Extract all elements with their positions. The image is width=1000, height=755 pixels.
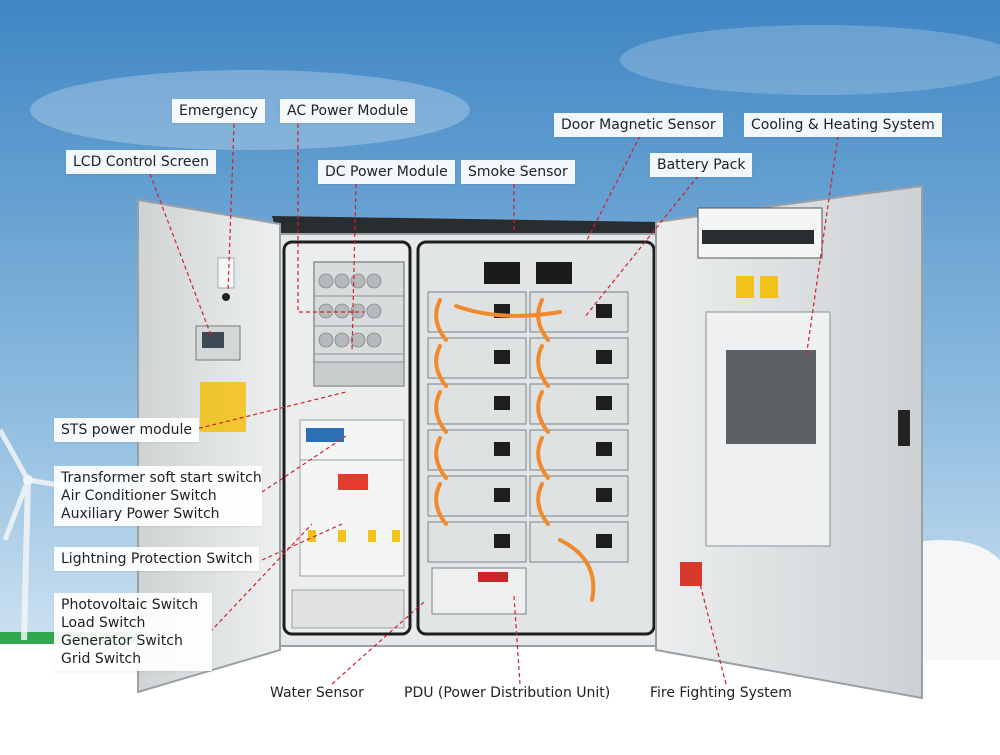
- label-photovoltaic-switch: Photovoltaic Switch: [61, 597, 199, 613]
- warning-label: [200, 382, 246, 432]
- label-water-sensor: Water Sensor: [270, 685, 364, 701]
- fire-extinguisher: [680, 562, 702, 586]
- label-transformer-soft-start-switch: Transformer soft start switch: [61, 470, 262, 486]
- label-cooling-heating-system: Cooling & Heating System: [744, 113, 942, 137]
- label-switch-group-2: Photovoltaic Switch Load Switch Generato…: [54, 593, 212, 671]
- label-pdu: PDU (Power Distribution Unit): [404, 685, 611, 701]
- label-sts-power-module: STS power module: [54, 418, 199, 442]
- label-battery-pack: Battery Pack: [650, 153, 753, 177]
- label-switch-group-1: Transformer soft start switch Air Condit…: [54, 466, 262, 526]
- label-fire-fighting-system: Fire Fighting System: [650, 685, 792, 701]
- label-smoke-sensor: Smoke Sensor: [461, 160, 575, 184]
- battery-cables: [434, 298, 596, 602]
- label-ac-power-module: AC Power Module: [280, 99, 416, 123]
- label-air-conditioner-switch: Air Conditioner Switch: [61, 488, 217, 504]
- cooling-vent: [726, 350, 816, 444]
- label-generator-switch: Generator Switch: [61, 633, 183, 649]
- label-auxiliary-power-switch: Auxiliary Power Switch: [61, 506, 220, 522]
- label-lightning-protection-switch: Lightning Protection Switch: [54, 547, 260, 571]
- label-emergency: Emergency: [172, 99, 265, 123]
- pdu-panel: [431, 567, 527, 615]
- leader-lines: [149, 123, 839, 685]
- label-grid-switch: Grid Switch: [61, 651, 142, 667]
- label-lcd-control-screen: LCD Control Screen: [66, 150, 216, 174]
- label-load-switch: Load Switch: [61, 615, 146, 631]
- label-dc-power-module: DC Power Module: [318, 160, 455, 184]
- door-handle: [898, 410, 910, 446]
- label-door-magnetic-sensor: Door Magnetic Sensor: [554, 113, 723, 137]
